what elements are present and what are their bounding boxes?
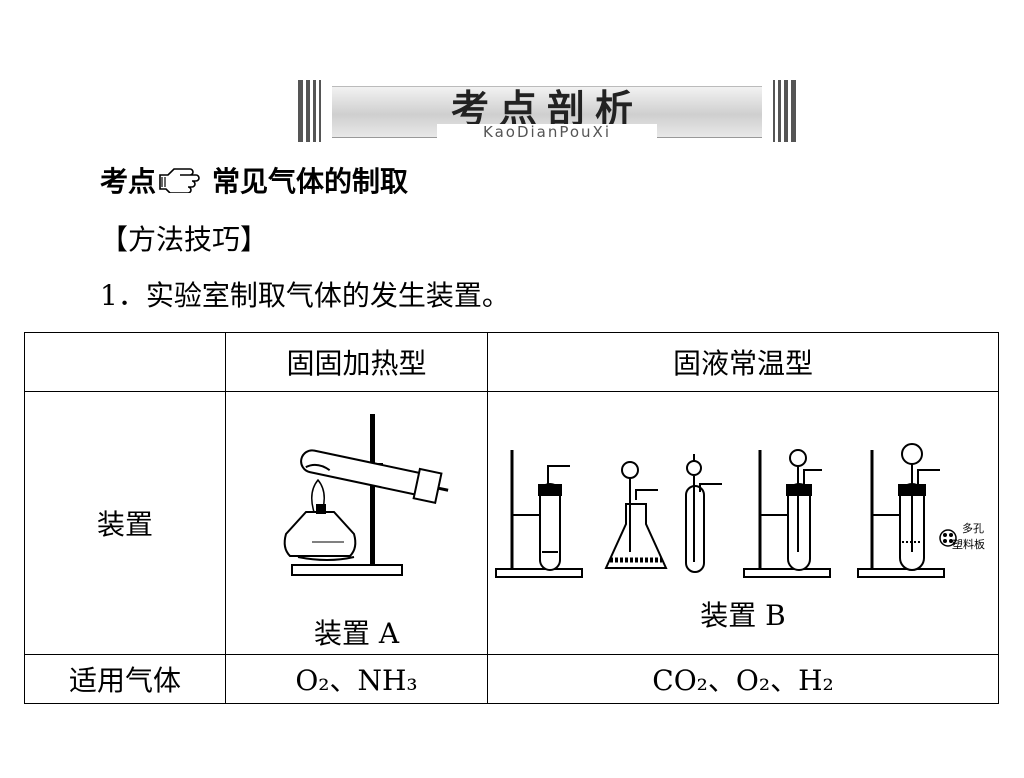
setup-1 xyxy=(495,450,583,578)
pointing-hand-icon xyxy=(158,165,204,202)
setup-4 xyxy=(743,449,831,578)
plate-note-1: 多孔 xyxy=(962,521,984,535)
table-header-row: 固固加热型 固液常温型 xyxy=(24,332,999,392)
banner-bars-right xyxy=(768,80,796,142)
device-a-cell: 装置 A xyxy=(225,391,488,655)
topic-text: 常见气体的制取 xyxy=(212,165,409,198)
setup-5: 多孔 塑料板 xyxy=(857,443,985,578)
device-a-caption: 装置 A xyxy=(313,617,400,650)
section-banner: 考点剖析 KaoDianPouXi xyxy=(298,80,796,142)
topic-heading: 考点 常见气体的制取 xyxy=(100,164,408,202)
banner-title: 考点剖析 xyxy=(450,87,643,131)
banner-bars-left xyxy=(298,80,326,142)
apparatus-a-drawing xyxy=(283,414,449,576)
device-row: 装置 xyxy=(24,391,999,655)
gas-label: 适用气体 xyxy=(24,654,226,704)
header-solid-liquid: 固液常温型 xyxy=(487,332,999,392)
apparatus-b-drawing: 多孔 塑料板 xyxy=(495,443,985,578)
gas-a: O₂、NH₃ xyxy=(225,654,488,704)
topic-prefix: 考点 xyxy=(100,165,157,198)
header-solid-heating: 固固加热型 xyxy=(225,332,488,392)
gas-row: 适用气体 O₂、NH₃ CO₂、O₂、H₂ xyxy=(24,654,999,704)
setup-2 xyxy=(604,461,668,569)
setup-3 xyxy=(685,454,722,573)
banner-pinyin: KaoDianPouXi xyxy=(437,124,657,140)
header-empty xyxy=(24,332,226,392)
gas-b: CO₂、O₂、H₂ xyxy=(487,654,999,704)
section-label: 【方法技巧】 xyxy=(100,223,269,256)
device-b-cell: 多孔 塑料板 装置 B xyxy=(487,391,999,655)
plate-note-2: 塑料板 xyxy=(952,537,985,551)
apparatus-table: 固固加热型 固液常温型 装置 xyxy=(24,332,999,704)
device-label: 装置 xyxy=(24,391,226,655)
device-b-caption: 装置 B xyxy=(700,599,786,632)
intro-text: 1．实验室制取气体的发生装置。 xyxy=(100,279,510,312)
